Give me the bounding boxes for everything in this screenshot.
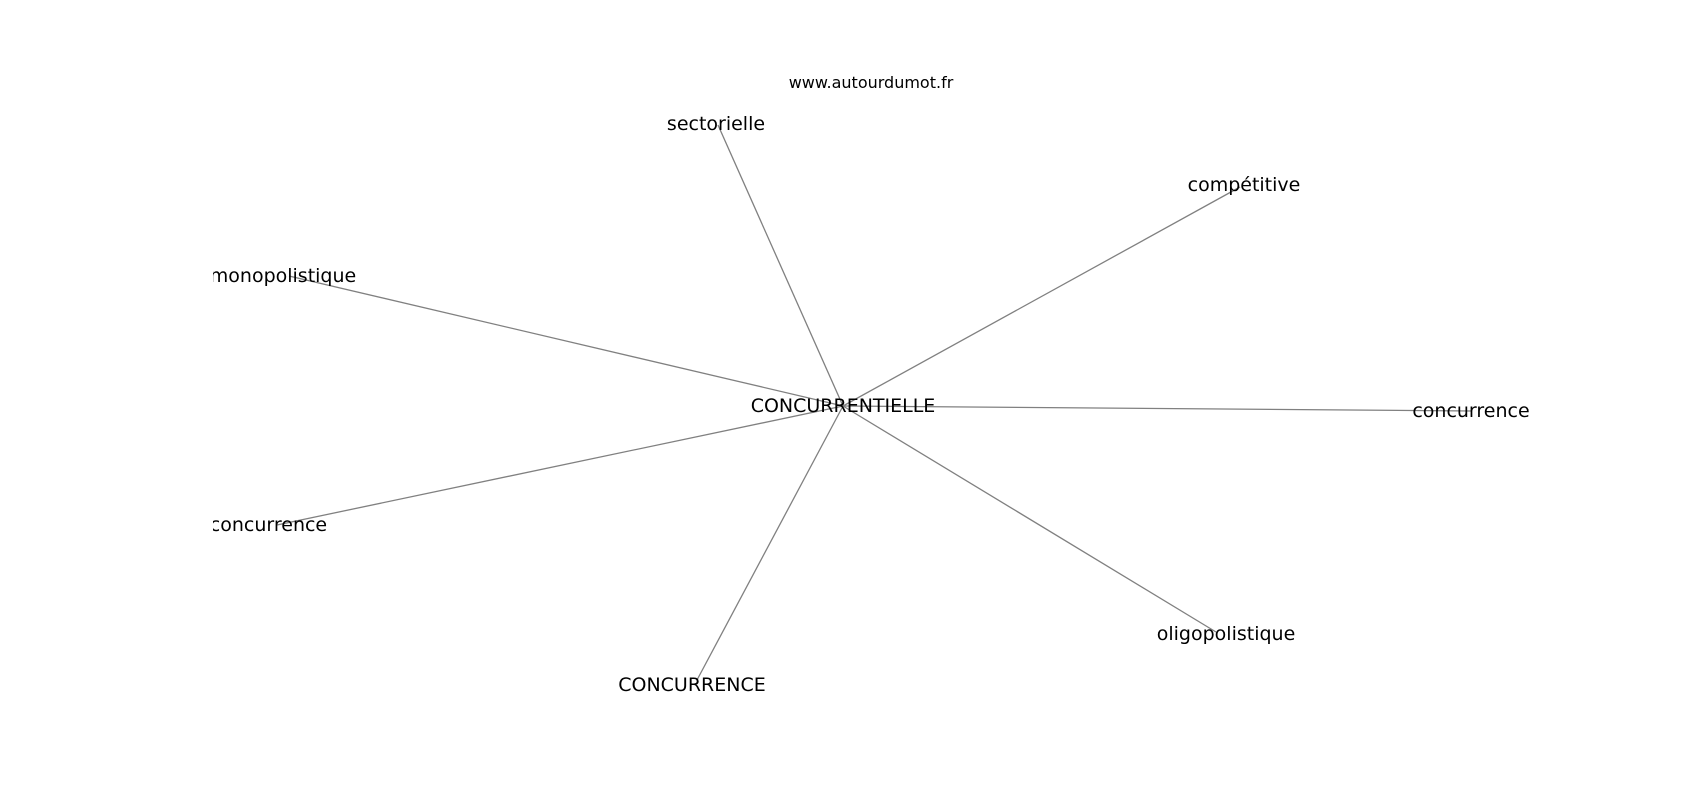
edge-layer xyxy=(276,124,1473,681)
node-label-center[interactable]: CONCURRENTIELLE xyxy=(751,395,936,417)
node-label-competitive[interactable]: compétitive xyxy=(1188,174,1301,196)
edge-center-concurrence-upper xyxy=(696,405,844,681)
edge-center-concurrence-lower xyxy=(842,405,1473,412)
edge-center-laconcurrence xyxy=(276,405,844,526)
node-label-concurrence-lower[interactable]: concurrence xyxy=(1412,400,1529,422)
site-watermark: www.autourdumot.fr xyxy=(789,73,954,92)
node-label-monopolistique[interactable]: monopolistique xyxy=(210,265,356,287)
node-label-oligopolistique[interactable]: oligopolistique xyxy=(1157,623,1296,645)
edge-center-competitive xyxy=(842,186,1241,407)
node-label-laconcurrence[interactable]: laconcurrence xyxy=(193,514,327,536)
edge-center-monopolistique xyxy=(288,275,844,407)
node-label-sectorielle[interactable]: sectorielle xyxy=(667,113,765,135)
label-layer: CONCURRENTIELLE sectorielle compétitive mon… xyxy=(193,113,1530,696)
edge-center-sectorielle xyxy=(717,124,844,407)
edge-center-oligopolistique xyxy=(842,405,1217,633)
node-label-concurrence-upper[interactable]: CONCURRENCE xyxy=(618,674,766,696)
